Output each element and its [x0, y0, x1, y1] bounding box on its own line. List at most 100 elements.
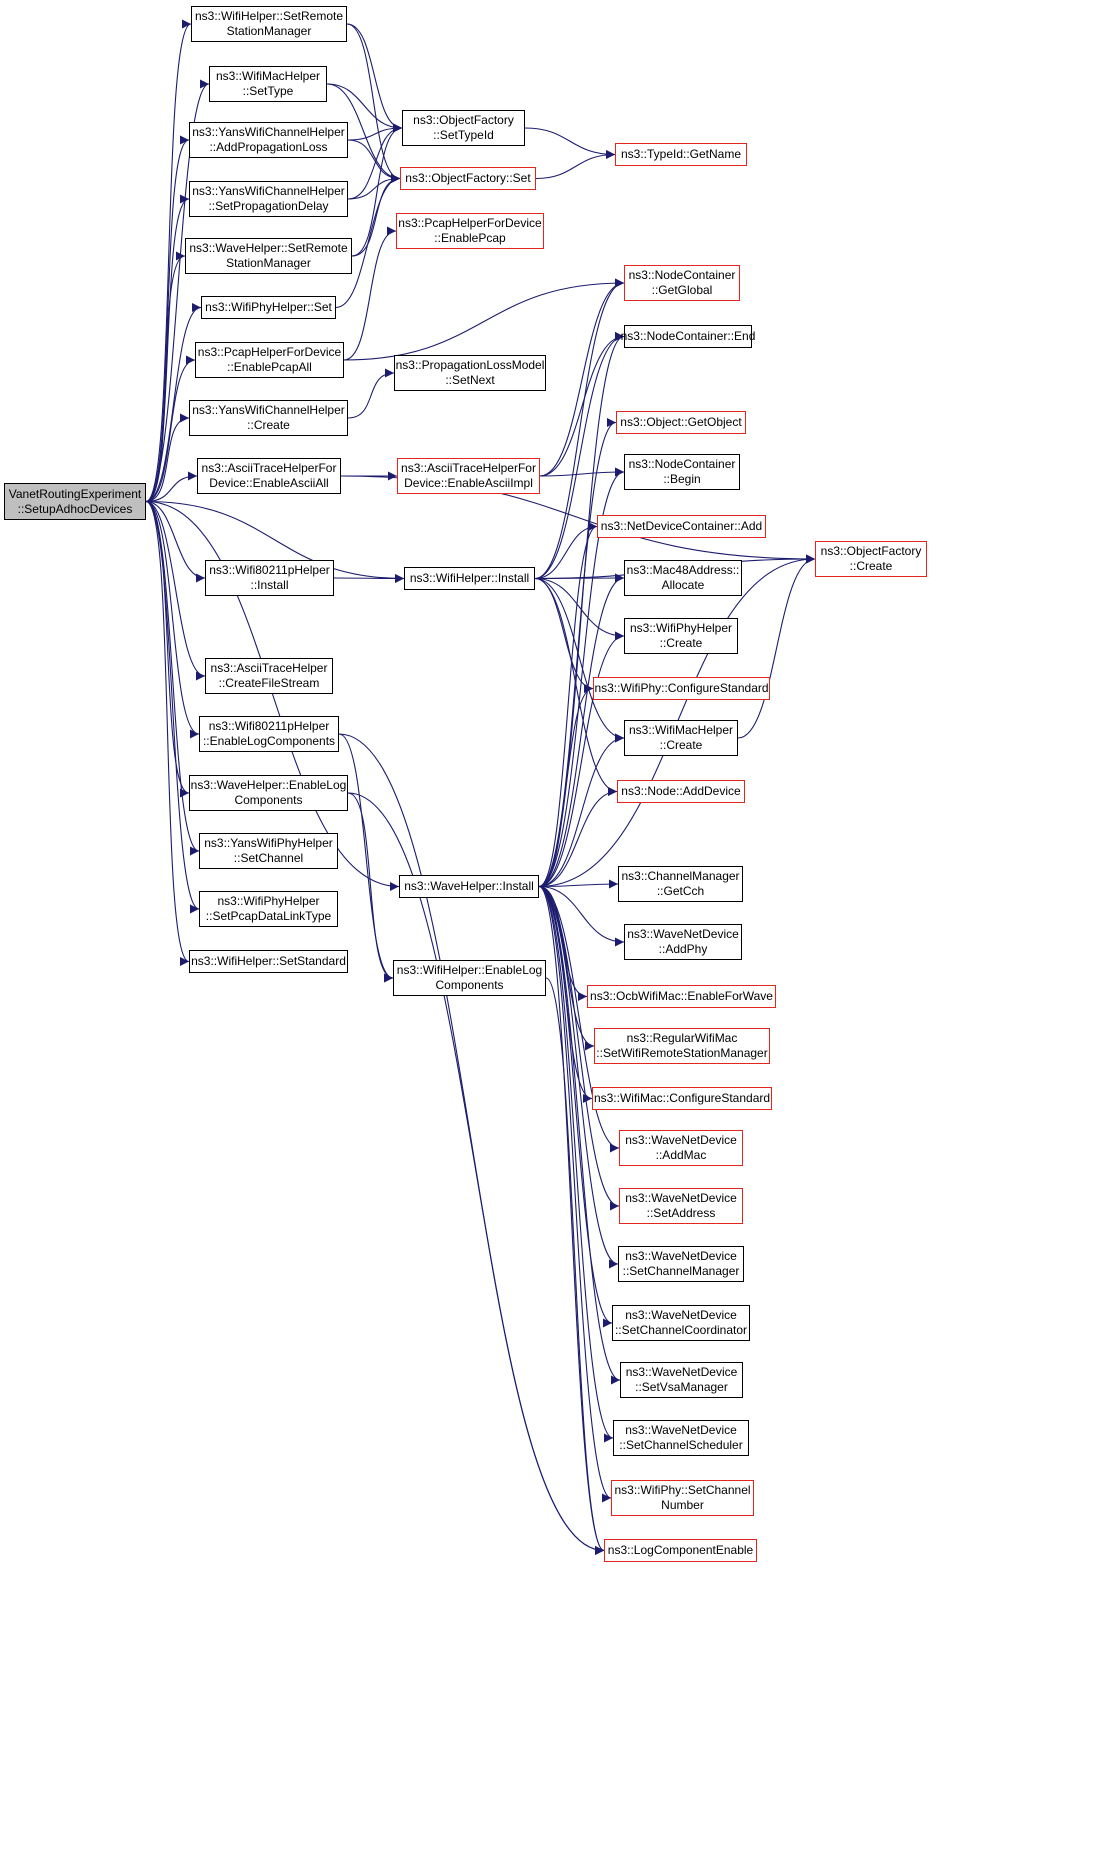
node-pcap-all[interactable]: ns3::PcapHelperForDevice ::EnablePcapAll — [195, 342, 344, 378]
call-edge — [145, 471, 198, 503]
call-edge — [145, 194, 190, 503]
node-ascii-impl[interactable]: ns3::AsciiTraceHelperFor Device::EnableA… — [397, 458, 540, 494]
call-edge — [524, 127, 616, 159]
node-wh-setstd[interactable]: ns3::WifiHelper::SetStandard — [189, 950, 348, 973]
call-edge — [534, 332, 625, 580]
node-wave-install[interactable]: ns3::WaveHelper::Install — [399, 875, 539, 898]
node-wnd-setchmgr[interactable]: ns3::WaveNetDevice ::SetChannelManager — [618, 1246, 744, 1282]
call-edge — [347, 792, 394, 983]
call-edge — [539, 278, 625, 477]
call-edge — [338, 733, 394, 983]
node-mac48-alloc[interactable]: ns3::Mac48Address:: Allocate — [624, 560, 742, 596]
call-edge — [538, 467, 625, 888]
node-wnd-setvsa[interactable]: ns3::WaveNetDevice ::SetVsaManager — [620, 1362, 743, 1398]
call-edge — [145, 135, 190, 503]
call-edge — [538, 885, 621, 1385]
node-of-create[interactable]: ns3::ObjectFactory ::Create — [815, 541, 927, 577]
node-wphy-setpcap[interactable]: ns3::WifiPhyHelper ::SetPcapDataLinkType — [199, 891, 338, 927]
call-edge — [326, 83, 403, 133]
node-yansphy-setchan[interactable]: ns3::YansWifiPhyHelper ::SetChannel — [199, 833, 338, 869]
call-edge — [538, 733, 625, 888]
call-edge — [145, 19, 192, 503]
node-wphy-setchnum[interactable]: ns3::WifiPhy::SetChannel Number — [611, 1480, 754, 1516]
call-edge — [538, 885, 620, 1153]
node-wnd-setaddr[interactable]: ns3::WaveNetDevice ::SetAddress — [619, 1188, 743, 1224]
node-wmac-settype[interactable]: ns3::WifiMacHelper ::SetType — [209, 66, 327, 102]
node-wave-enablelog[interactable]: ns3::WaveHelper::EnableLog Components — [189, 775, 348, 811]
call-edge — [538, 885, 588, 1001]
node-nc-getglobal[interactable]: ns3::NodeContainer ::GetGlobal — [624, 265, 740, 301]
call-edge — [538, 879, 619, 889]
node-wphy-set[interactable]: ns3::WifiPhyHelper::Set — [201, 296, 336, 319]
node-ascii-createfs[interactable]: ns3::AsciiTraceHelper ::CreateFileStream — [205, 658, 333, 694]
call-edge — [737, 554, 816, 739]
call-edge — [538, 885, 613, 1328]
call-edge — [539, 332, 625, 477]
call-edge — [145, 500, 200, 856]
call-edge — [538, 885, 595, 1051]
call-edge — [534, 577, 594, 693]
call-edge — [534, 577, 625, 743]
node-wnd-setchsched[interactable]: ns3::WaveNetDevice ::SetChannelScheduler — [613, 1420, 749, 1456]
call-graph: VanetRoutingExperiment ::SetupAdhocDevic… — [4, 6, 927, 1562]
node-log-enable[interactable]: ns3::LogComponentEnable — [604, 1539, 757, 1562]
node-node-adddev[interactable]: ns3::Node::AddDevice — [617, 780, 745, 803]
call-edge — [538, 787, 618, 888]
node-proploss-setnext[interactable]: ns3::PropagationLossModel ::SetNext — [394, 355, 546, 391]
node-rwm-setremote[interactable]: ns3::RegularWifiMac ::SetWifiRemoteStati… — [594, 1028, 770, 1064]
node-wnd-addphy[interactable]: ns3::WaveNetDevice ::AddPhy — [624, 924, 742, 960]
call-edge — [351, 174, 401, 257]
call-edge — [538, 684, 594, 888]
node-wh-setremote[interactable]: ns3::WifiHelper::SetRemote StationManage… — [191, 6, 347, 42]
node-typeid-getname[interactable]: ns3::TypeId::GetName — [615, 143, 747, 166]
call-edge — [347, 139, 401, 183]
node-yans-setpropdelay[interactable]: ns3::YansWifiChannelHelper ::SetPropagat… — [189, 181, 348, 217]
node-wmac-confstd[interactable]: ns3::WifiMac::ConfigureStandard — [592, 1087, 772, 1110]
call-edge — [538, 885, 619, 1269]
call-edge — [538, 885, 620, 1211]
node-root: VanetRoutingExperiment ::SetupAdhocDevic… — [4, 483, 146, 520]
node-wh-install[interactable]: ns3::WifiHelper::Install — [404, 567, 535, 590]
node-obj-getobject[interactable]: ns3::Object::GetObject — [616, 411, 746, 434]
node-w80211p-install[interactable]: ns3::Wifi80211pHelper ::Install — [205, 560, 334, 596]
node-nc-end[interactable]: ns3::NodeContainer::End — [621, 325, 755, 348]
call-edge — [145, 500, 405, 583]
node-wphy-confstd[interactable]: ns3::WifiPhy::ConfigureStandard — [593, 677, 770, 700]
node-ndc-add[interactable]: ns3::NetDeviceContainer::Add — [597, 515, 766, 538]
node-yans-addprop[interactable]: ns3::YansWifiChannelHelper ::AddPropagat… — [189, 122, 348, 158]
call-edge — [534, 573, 625, 583]
call-edge — [145, 500, 206, 681]
call-edge — [538, 573, 625, 888]
call-edge — [343, 278, 625, 361]
node-wmach-create[interactable]: ns3::WifiMacHelper ::Create — [624, 720, 738, 756]
node-ascii-all[interactable]: ns3::AsciiTraceHelperFor Device::EnableA… — [197, 458, 341, 494]
node-wave-setremote[interactable]: ns3::WaveHelper::SetRemote StationManage… — [185, 238, 352, 274]
call-edge — [333, 573, 405, 583]
call-edge — [343, 226, 397, 361]
node-nc-begin[interactable]: ns3::NodeContainer ::Begin — [624, 454, 740, 490]
node-ocb-enable[interactable]: ns3::OcbWifiMac::EnableForWave — [587, 985, 776, 1008]
call-edge — [535, 150, 616, 180]
call-edge — [534, 278, 625, 580]
node-w80211p-enablelog[interactable]: ns3::Wifi80211pHelper ::EnableLogCompone… — [199, 716, 339, 752]
call-edge — [145, 413, 190, 503]
call-edge — [145, 500, 190, 966]
call-edge — [145, 355, 196, 503]
call-edge — [351, 123, 403, 257]
call-edge — [534, 577, 625, 641]
call-edge — [145, 500, 200, 914]
node-yans-create[interactable]: ns3::YansWifiChannelHelper ::Create — [189, 400, 348, 436]
node-of-set[interactable]: ns3::ObjectFactory::Set — [400, 167, 536, 190]
call-edge — [326, 83, 401, 183]
node-chm-getcch[interactable]: ns3::ChannelManager ::GetCch — [618, 866, 743, 902]
node-wh-enablelog[interactable]: ns3::WifiHelper::EnableLog Components — [393, 960, 546, 996]
call-edge — [145, 500, 400, 891]
node-wnd-setchcoord[interactable]: ns3::WaveNetDevice ::SetChannelCoordinat… — [612, 1305, 750, 1341]
node-wphyh-create[interactable]: ns3::WifiPhyHelper ::Create — [624, 618, 738, 654]
call-edge — [538, 885, 605, 1555]
call-edge — [538, 418, 617, 888]
node-wnd-addmac[interactable]: ns3::WaveNetDevice ::AddMac — [619, 1130, 743, 1166]
call-edge — [145, 500, 206, 583]
node-of-settypeid[interactable]: ns3::ObjectFactory ::SetTypeId — [402, 110, 525, 146]
node-pcap-enable[interactable]: ns3::PcapHelperForDevice ::EnablePcap — [396, 213, 544, 249]
